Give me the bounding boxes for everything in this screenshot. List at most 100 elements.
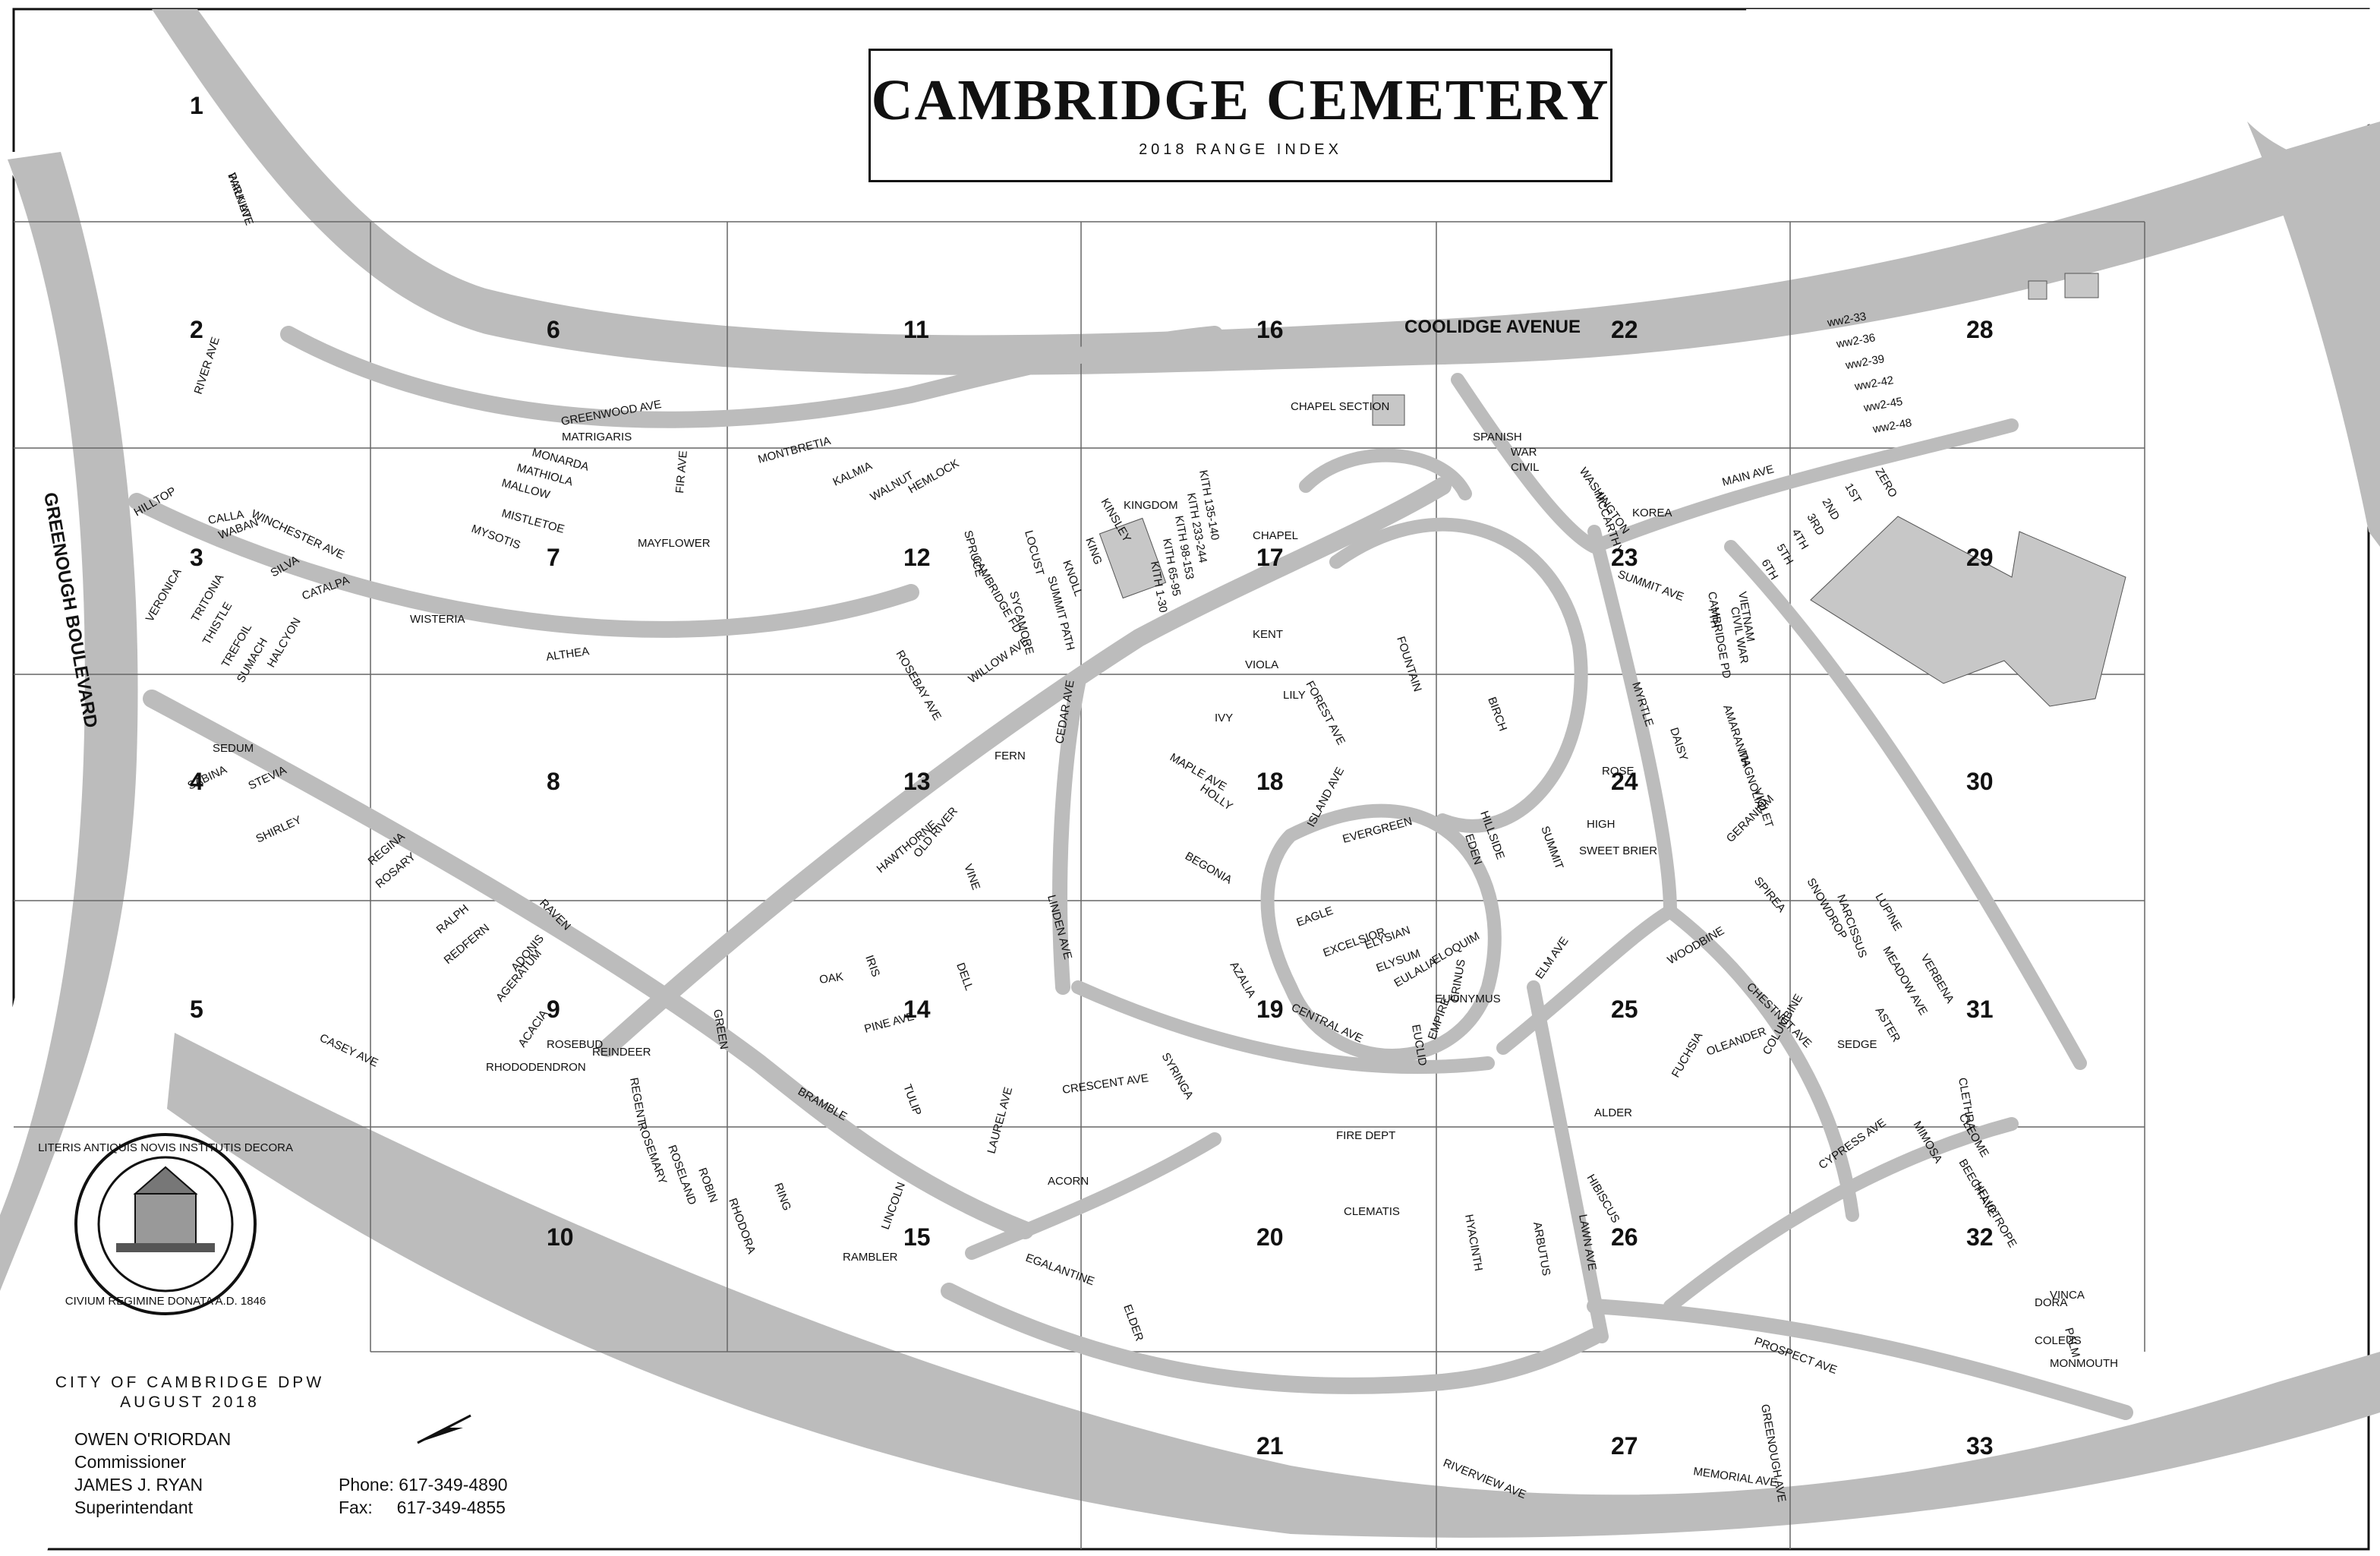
central-linden-ave: [1071, 980, 1495, 1075]
small-building: [2028, 280, 2047, 300]
street-label: ROSELAND: [665, 1144, 698, 1207]
street-label: SUMMIT: [1538, 825, 1565, 871]
street-label: REGENT: [627, 1077, 648, 1126]
street-label: ACORN: [1048, 1175, 1089, 1188]
street-label: FERN: [995, 750, 1026, 762]
section-number: 15: [903, 1223, 931, 1251]
north-arrow-icon: [417, 1414, 471, 1444]
street-label: KINGDOM: [1124, 499, 1178, 512]
street-label: VINE: [961, 863, 982, 892]
street-label: CHAPEL SECTION: [1291, 400, 1389, 413]
street-label: FOREST AVE: [1303, 679, 1348, 747]
range-code-label: ww2-48: [1871, 416, 1913, 436]
street-label: MYSOTIS: [470, 522, 522, 552]
summit-ave: [1587, 525, 1677, 918]
willow-ave: [598, 477, 1452, 1057]
river-right-edge: [2247, 122, 2380, 547]
section-numbers: 1234567891011121314151617181920212223242…: [190, 92, 1994, 1460]
section-number: 2: [190, 316, 203, 343]
section-number: 18: [1256, 768, 1284, 795]
section-number: 16: [1256, 316, 1284, 343]
street-label: COLEUS: [2035, 1334, 2082, 1347]
street-label: KALMIA: [831, 459, 875, 489]
street-label: 2ND: [1820, 497, 1843, 523]
section-number: 28: [1966, 316, 1994, 343]
street-label: ELYSIAN: [1363, 923, 1412, 952]
page-title: CAMBRIDGE CEMETERY: [871, 68, 1610, 132]
street-label: CHAPEL: [1253, 529, 1298, 542]
street-label: DELL: [954, 961, 976, 993]
street-label: LOCUST: [1022, 529, 1046, 577]
street-label: EUONYMUS: [1435, 993, 1501, 1005]
street-label: FUCHSIA: [1669, 1030, 1706, 1080]
street-label: KENT: [1253, 628, 1283, 641]
section-number: 26: [1611, 1223, 1638, 1251]
section-number: 21: [1256, 1432, 1284, 1460]
street-label: ROSEBUD: [547, 1038, 603, 1051]
street-label: SWEET BRIER: [1579, 844, 1657, 857]
street-label: HYACINTH: [1462, 1214, 1485, 1272]
city-seal-icon: LITERIS ANTIQUIS NOVIS INSTITUTIS DECORA…: [38, 1133, 293, 1315]
greenough-boulevard-road: [0, 152, 138, 1291]
river-top-right: [1746, 9, 2380, 228]
street-label: CRESCENT AVE: [1061, 1072, 1149, 1097]
section-number: 9: [547, 996, 560, 1023]
range-code-label: ww2-45: [1862, 395, 1904, 415]
street-label: OLEANDER: [1705, 1025, 1769, 1059]
internal-roads: [128, 326, 2133, 1420]
street-label: WAR: [1511, 446, 1537, 459]
phone-number: Phone: 617-349-4890: [339, 1475, 508, 1494]
buildings: [1099, 273, 2126, 707]
street-label: PINE AVE: [863, 1010, 916, 1036]
street-label: MISTLETOE: [500, 507, 566, 535]
street-label: ELDER: [1121, 1303, 1146, 1343]
street-label: LINDEN AVE: [1045, 894, 1074, 961]
street-label: SEDGE: [1837, 1038, 1877, 1051]
street-label: RIVER AVE: [192, 336, 222, 396]
street-label: 7TH: [1705, 606, 1722, 630]
section-number: 32: [1966, 1223, 1994, 1251]
street-label: SPANISH: [1473, 431, 1522, 443]
range-code-label: ww2-36: [1835, 331, 1877, 351]
street-label: LUPINE: [1873, 892, 1905, 933]
map-date: AUGUST 2018: [120, 1393, 260, 1411]
street-label: ELM AVE: [1533, 935, 1571, 981]
street-label: SYRINGA: [1159, 1051, 1196, 1102]
street-label: SPIREA: [1751, 875, 1788, 915]
section-number: 19: [1256, 996, 1284, 1023]
winchester-ave: [128, 493, 919, 638]
street-label: MONTBRETIA: [757, 434, 832, 466]
street-label: MONMOUTH: [2050, 1357, 2118, 1370]
lawn-ave: [1527, 980, 1609, 1343]
street-label: 4TH: [1789, 527, 1811, 552]
title-box: CAMBRIDGE CEMETERY 2018 RANGE INDEX: [868, 49, 1612, 182]
prospect-ave: [1587, 1299, 2133, 1420]
section-29-buildings: [1810, 516, 2126, 707]
street-label: AZALIA: [1228, 960, 1259, 1000]
street-label: FOUNTAIN: [1394, 635, 1424, 693]
street-label: ROSEBAY AVE: [894, 649, 944, 723]
section-number: 7: [547, 544, 560, 571]
section-number: 30: [1966, 768, 1994, 795]
section-number: 14: [903, 996, 931, 1023]
section-number: 3: [190, 544, 203, 571]
street-label: KOREA: [1632, 507, 1672, 519]
meadow-ave: [1724, 540, 2087, 1070]
street-label: FIR AVE: [673, 450, 690, 494]
commissioner-role: Commissioner: [74, 1452, 186, 1472]
section-number: 6: [547, 316, 560, 343]
street-label: ACACIA: [515, 1008, 550, 1050]
chapel-building: [1372, 394, 1405, 426]
street-label: EGALANTINE: [1024, 1251, 1096, 1288]
street-label: LILY: [1283, 689, 1306, 702]
street-label: IVY: [1215, 712, 1233, 724]
street-label: ALTHEA: [545, 645, 590, 664]
superintendant-name: JAMES J. RYAN: [74, 1475, 203, 1494]
dpw-credit: CITY OF CAMBRIDGE DPW AUGUST 2018: [30, 1373, 349, 1412]
street-label: 5TH: [1774, 542, 1796, 567]
street-label: REINDEER: [592, 1046, 651, 1059]
street-label: WALNUT: [225, 172, 253, 221]
section-number: 11: [903, 316, 929, 343]
elm-ave: [1496, 904, 1677, 1055]
